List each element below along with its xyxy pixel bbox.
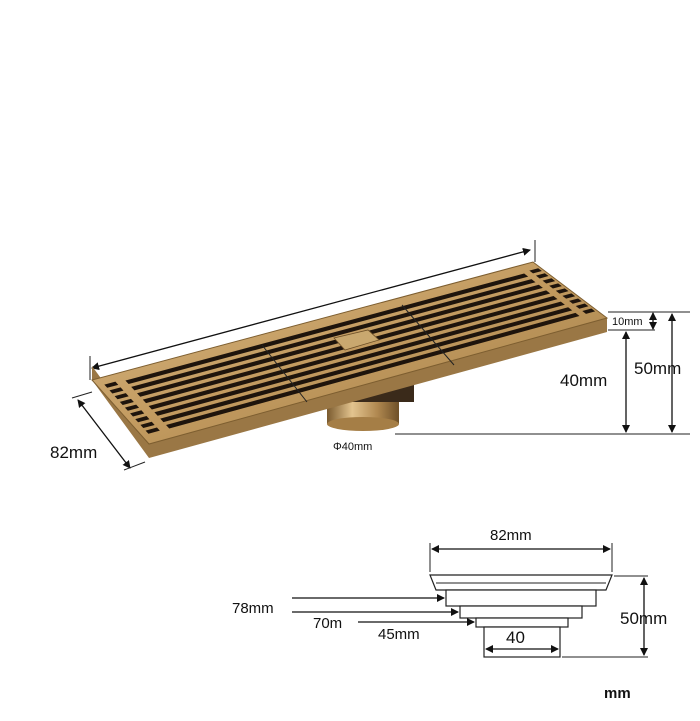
section-height-label: 50mm [620,609,667,628]
grate-end-slot [562,293,576,299]
units-label: mm [604,685,631,702]
grate-slot [148,296,558,410]
grate-end-slot [529,268,542,274]
height-label: 50mm [634,359,681,378]
center-cover-plate [333,329,380,351]
section-78-body [445,589,597,607]
grate-end-slot [549,283,562,289]
width-label: 82mm [50,443,97,462]
w40-label: 40 [506,628,525,647]
grate-end-slot [542,278,556,284]
grate-end-slot [575,303,589,309]
grate-end-slot [104,381,119,388]
width-tick-bottom [123,461,146,471]
w70-label: 70m [313,615,342,632]
grate-end-slot [535,273,549,279]
grate-end-slot [140,421,155,429]
section-45-body [475,617,569,628]
grate-divider-left [261,344,308,403]
grate-end-slot [109,387,124,394]
drain-section-view: 82mm 78mm 70m 45mm 40 50mm [232,527,667,658]
grate-slot [166,312,580,429]
frame-thickness-label: 10mm [612,316,643,328]
w45-label: 45mm [378,626,420,643]
depth-label: 40mm [560,371,607,390]
grate-end-slot [145,427,160,434]
grate-slot [160,307,573,423]
frame-label-box [609,313,651,329]
drain-front-edge [92,318,607,458]
section-top-width-label: 82mm [490,527,532,544]
grate-end-slot [130,410,145,417]
width-dimension-line [77,399,131,469]
grate-end-slot [555,288,569,294]
length-dimension-line [91,247,531,371]
section-70-body [459,605,583,619]
grate-end-slot [135,416,150,423]
grate-slot [131,279,536,391]
grate-end-slot [569,298,582,304]
outlet-diameter-label: Φ40mm [333,441,372,453]
width-tick-top [71,391,93,399]
grate-end-slot [114,393,129,400]
w78-label: 78mm [232,600,274,617]
grate-end-slot [582,308,596,314]
grate-slot [125,273,529,385]
grate-divider-right [401,304,455,366]
grate-slot [154,301,565,416]
drain-top-view: 82mm Φ40mm 10mm 40mm 50mm [50,240,690,471]
